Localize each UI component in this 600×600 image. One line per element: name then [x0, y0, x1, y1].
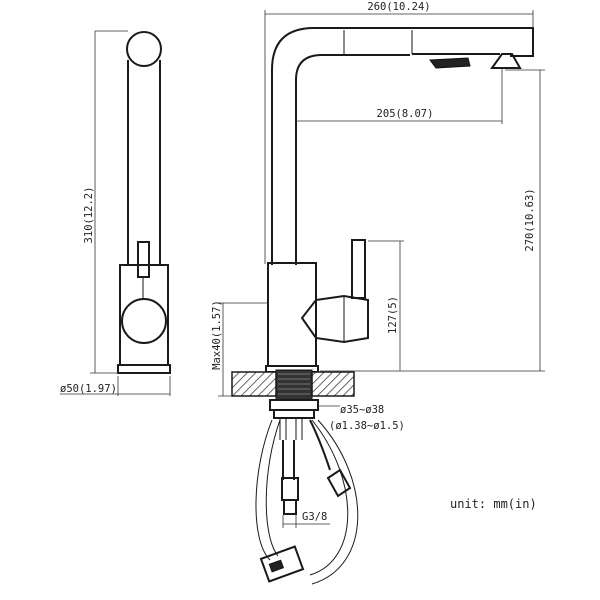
dim-handle-height: 127(5) — [387, 296, 399, 334]
front-spout-outer — [271, 27, 534, 265]
dim-total-height: 310(12.2) — [83, 187, 95, 244]
dim-hole-mm: ø35~ø38 — [340, 404, 384, 416]
dim-hole-in: (ø1.38~ø1.5) — [329, 420, 405, 432]
front-view — [231, 27, 534, 585]
hose-left-braided — [282, 440, 295, 480]
countertop — [231, 371, 277, 397]
unit-label: unit: mm(in) — [450, 497, 537, 511]
mounting-nut — [269, 399, 319, 411]
hose-weight — [259, 545, 305, 583]
countertop-right — [311, 371, 355, 397]
side-view-handle-knob — [121, 298, 167, 344]
front-nozzle — [490, 53, 522, 69]
front-handle-body — [300, 294, 369, 344]
side-view-base — [117, 364, 171, 374]
pullout-hose — [255, 419, 359, 585]
side-view-body — [119, 264, 169, 366]
dim-spout-reach: 205(8.07) — [377, 108, 434, 120]
dim-max-deck: Max40(1.57) — [211, 300, 223, 370]
quick-connector — [326, 468, 352, 498]
dim-spout-height: 270(10.63) — [524, 188, 536, 251]
dim-thread: G3/8 — [302, 511, 327, 523]
dim-base-diameter: ø50(1.97) — [60, 383, 117, 395]
side-view-handle — [137, 241, 150, 278]
side-view-spout — [127, 60, 161, 265]
dim-total-width: 260(10.24) — [367, 1, 430, 13]
side-view-spout-top — [126, 31, 162, 67]
side-view: 310(12.2) ø50(1.97) — [60, 30, 171, 396]
front-body — [267, 262, 317, 367]
front-spout-inner — [295, 54, 410, 265]
dimension-lines: 260(10.24) 205(8.07) 270(10.63) 127(5) M… — [211, 1, 545, 528]
front-handle-lever — [351, 239, 366, 299]
